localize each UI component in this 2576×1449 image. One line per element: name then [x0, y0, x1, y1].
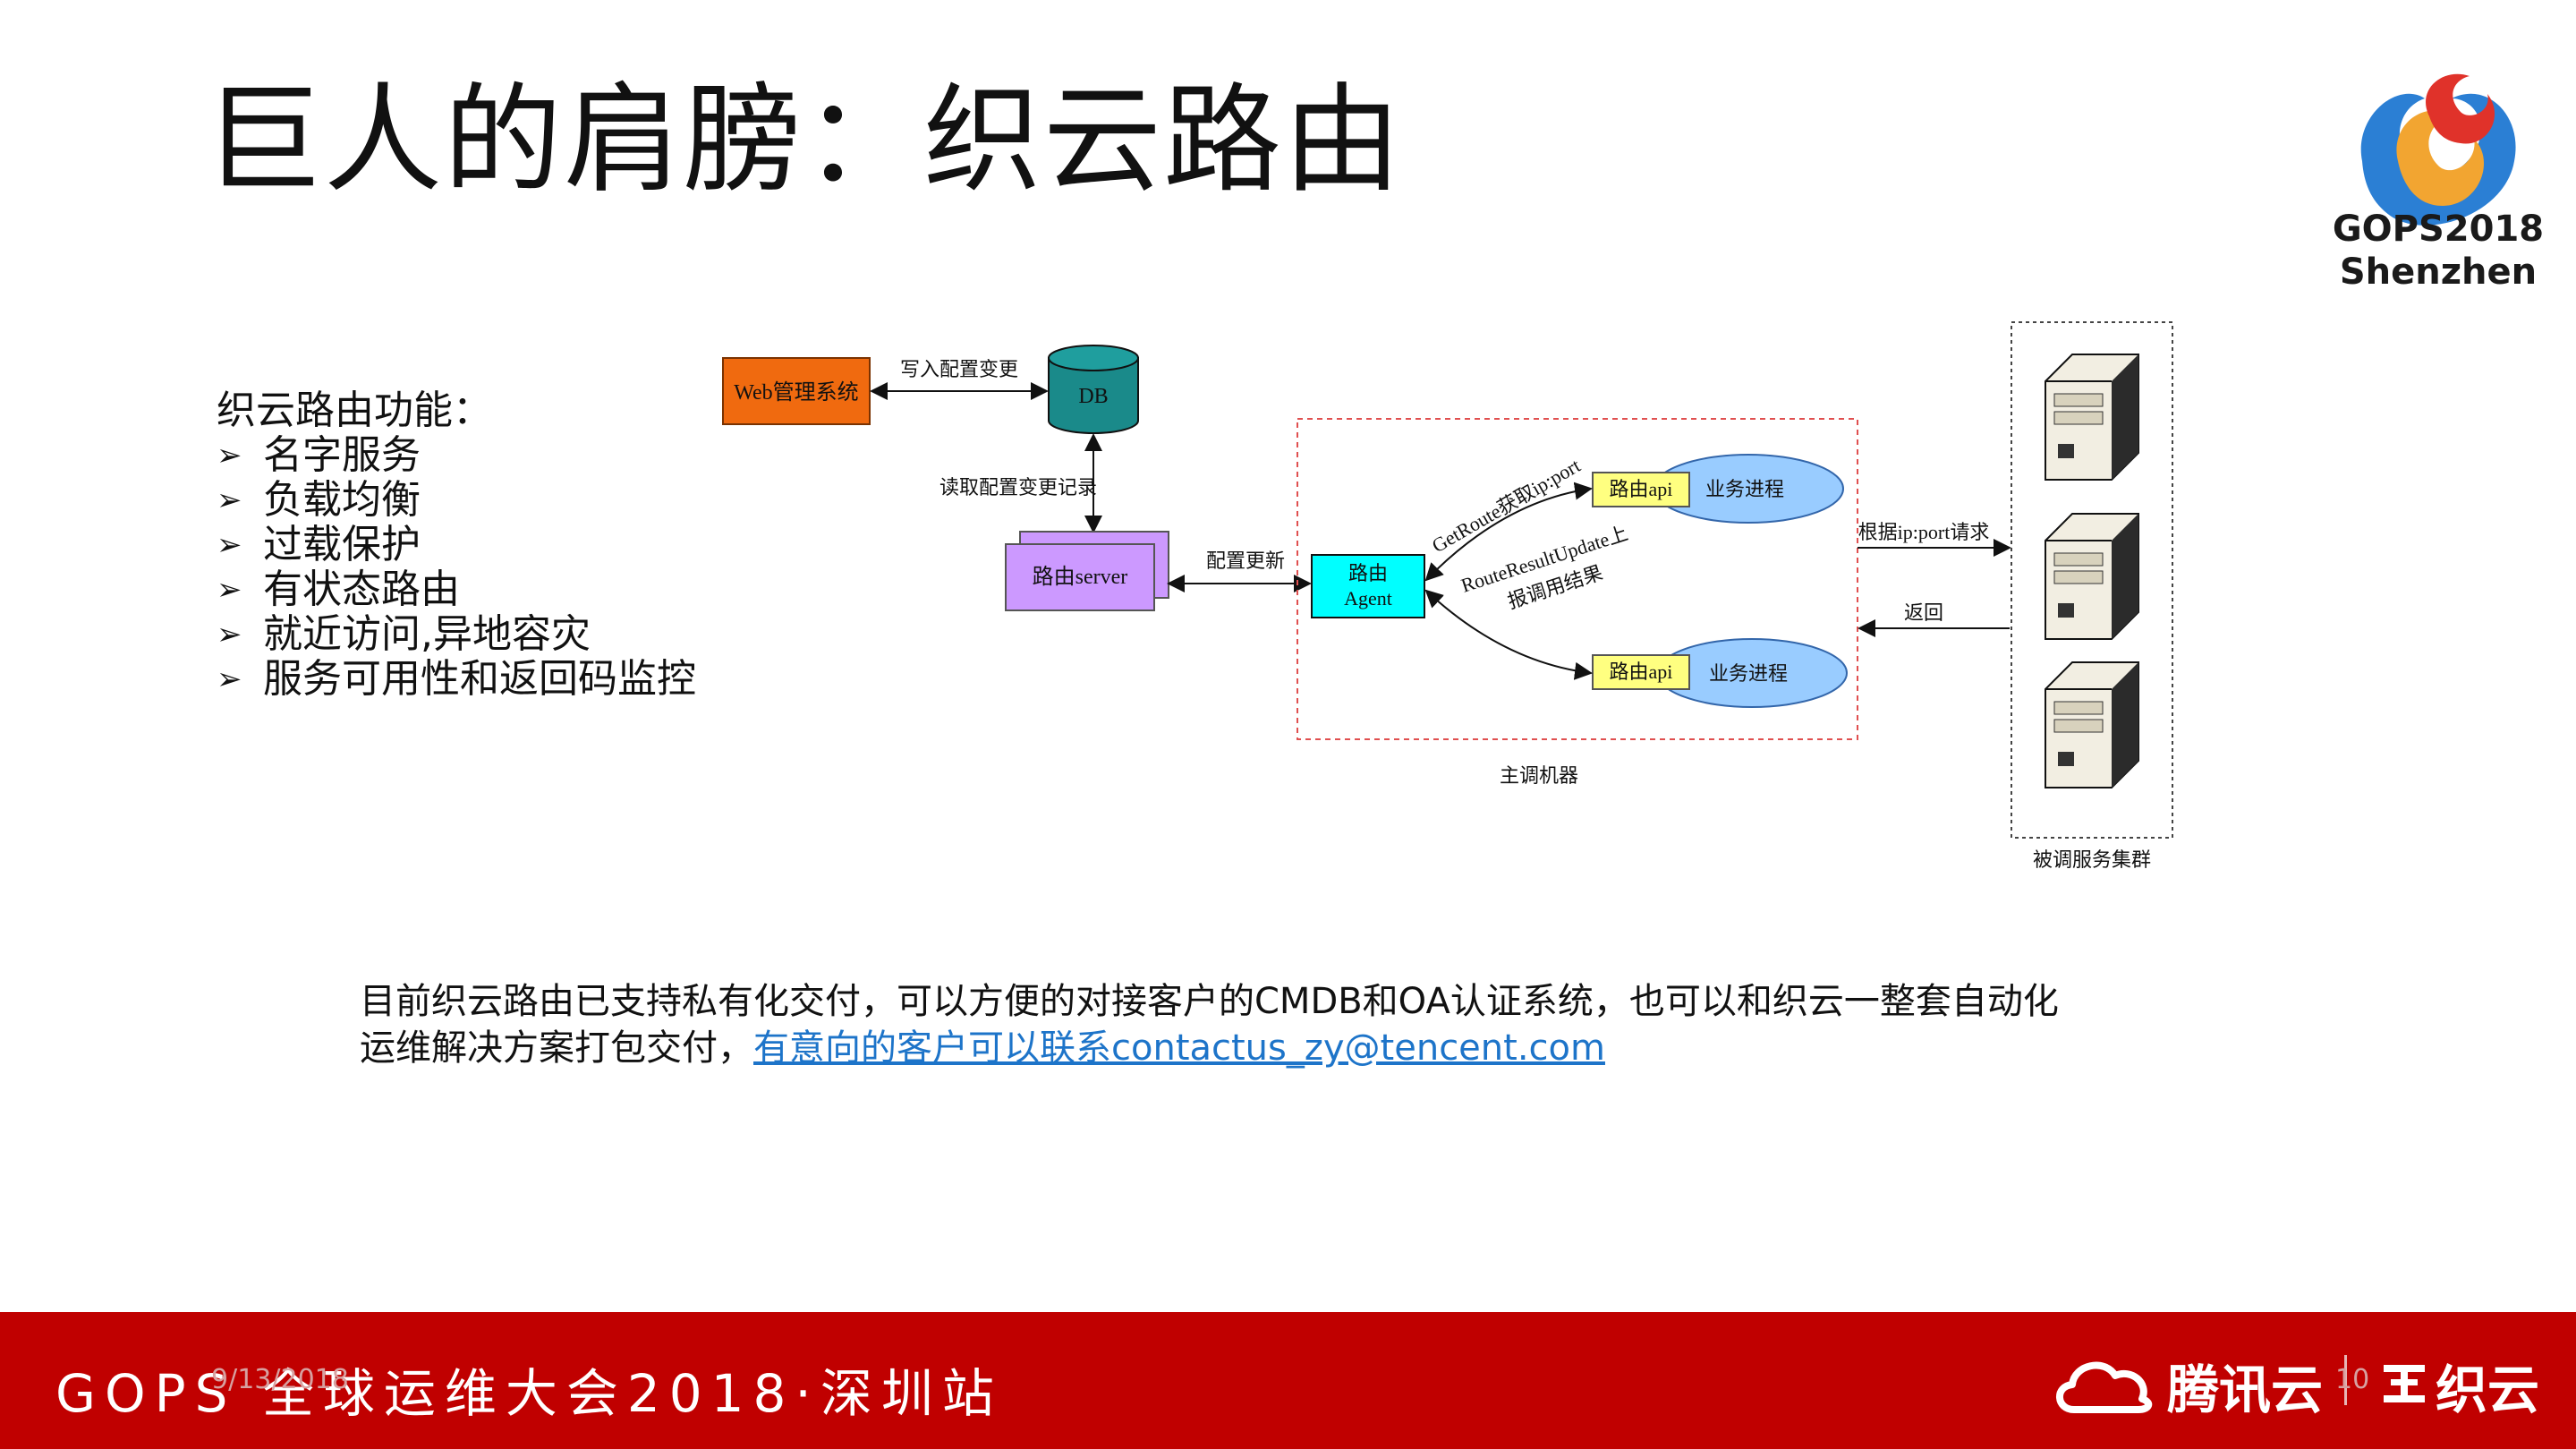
return-label: 返回	[1904, 601, 1943, 624]
cloud-icon	[2056, 1361, 2153, 1413]
arrow-bullet-icon: ➢	[217, 617, 242, 652]
tencent-cloud-text: 腾讯云	[2167, 1360, 2324, 1420]
read-config-label: 读取配置变更记录	[939, 476, 1097, 499]
api-label-bottom: 路由api	[1610, 661, 1673, 683]
agent-api-top-arrow	[1424, 482, 1593, 582]
list-item: ➢名字服务	[217, 432, 421, 478]
api-box-bottom	[1592, 654, 1690, 690]
agent-label-line1: 路由	[1348, 562, 1388, 584]
api-label-top: 路由api	[1610, 478, 1673, 500]
cluster-frame	[2011, 321, 2173, 839]
agent-api-bottom-arrow	[1424, 589, 1593, 680]
arrow-bullet-icon: ➢	[217, 438, 242, 473]
tencent-cloud-brand: 腾讯云	[2049, 1348, 2323, 1423]
arrow-bullet-icon: ➢	[217, 572, 242, 608]
server-box	[1005, 543, 1155, 611]
cluster-label: 被调服务集群	[2033, 848, 2151, 871]
config-update-label: 配置更新	[1206, 550, 1285, 572]
footer-separator	[2344, 1355, 2347, 1405]
footer-bar	[0, 1312, 2576, 1449]
list-item: ➢就近访问,异地容灾	[217, 611, 591, 657]
features-heading: 织云路由功能：	[217, 388, 492, 433]
list-item: ➢服务可用性和返回码监控	[217, 656, 696, 702]
list-item: ➢过载保护	[217, 522, 421, 567]
server-label: 路由server	[1033, 565, 1128, 589]
page-title: 巨人的肩膀：织云路由	[204, 72, 1403, 209]
zhiyun-logo-icon	[2384, 1365, 2425, 1402]
features-list: 织云路由功能： ➢名字服务 ➢负载均衡 ➢过载保护 ➢有状态路由 ➢就近访问,异…	[217, 388, 696, 702]
web-admin-box	[722, 357, 871, 425]
gops-flame-logo-icon	[2360, 73, 2516, 226]
description-paragraph: 目前织云路由已支持私有化交付，可以方便的对接客户的CMDB和OA认证系统，也可以…	[360, 978, 2060, 1071]
web-admin-label: Web管理系统	[734, 380, 858, 405]
server-tower-icon	[2045, 661, 2139, 788]
footer-title: GOPS 全球运维大会2018·深圳站	[55, 1363, 1003, 1424]
db-label: DB	[1078, 385, 1108, 408]
page-number: 10	[2335, 1364, 2370, 1395]
arrow-bullet-icon: ➢	[217, 482, 242, 518]
logo-line2: Shenzhen	[2339, 251, 2538, 293]
server-tower-icon	[2045, 513, 2139, 640]
logo-line1: GOPS2018	[2332, 209, 2545, 250]
arrow-bullet-icon: ➢	[217, 527, 242, 563]
db-cylinder	[1048, 345, 1139, 434]
zhiyun-brand: 织云	[2380, 1348, 2539, 1423]
list-item: ➢负载均衡	[217, 477, 421, 523]
request-label: 根据ip:port请求	[1858, 521, 1990, 543]
contact-link[interactable]: 有意向的客户可以联系contactus_zy@tencent.com	[753, 1027, 1605, 1069]
zhiyun-text: 织云	[2436, 1360, 2540, 1420]
write-config-label: 写入配置变更	[900, 358, 1018, 380]
process-label-top: 业务进程	[1705, 478, 1784, 500]
process-label-bottom: 业务进程	[1709, 662, 1788, 685]
list-item: ➢有状态路由	[217, 567, 460, 612]
main-machine-frame	[1297, 418, 1858, 740]
description-text: 目前织云路由已支持私有化交付，可以方便的对接客户的CMDB和OA认证系统，也可以…	[360, 981, 2059, 1069]
gops-logo-text: GOPS2018 Shenzhen	[2317, 208, 2559, 294]
api-box-top	[1592, 472, 1690, 507]
agent-box	[1311, 554, 1425, 618]
footer-date: 9/13/2018	[211, 1364, 349, 1395]
agent-label-line2: Agent	[1344, 587, 1392, 609]
arrow-bullet-icon: ➢	[217, 661, 242, 697]
server-tower-icon	[2045, 354, 2139, 481]
main-machine-label: 主调机器	[1500, 764, 1578, 787]
